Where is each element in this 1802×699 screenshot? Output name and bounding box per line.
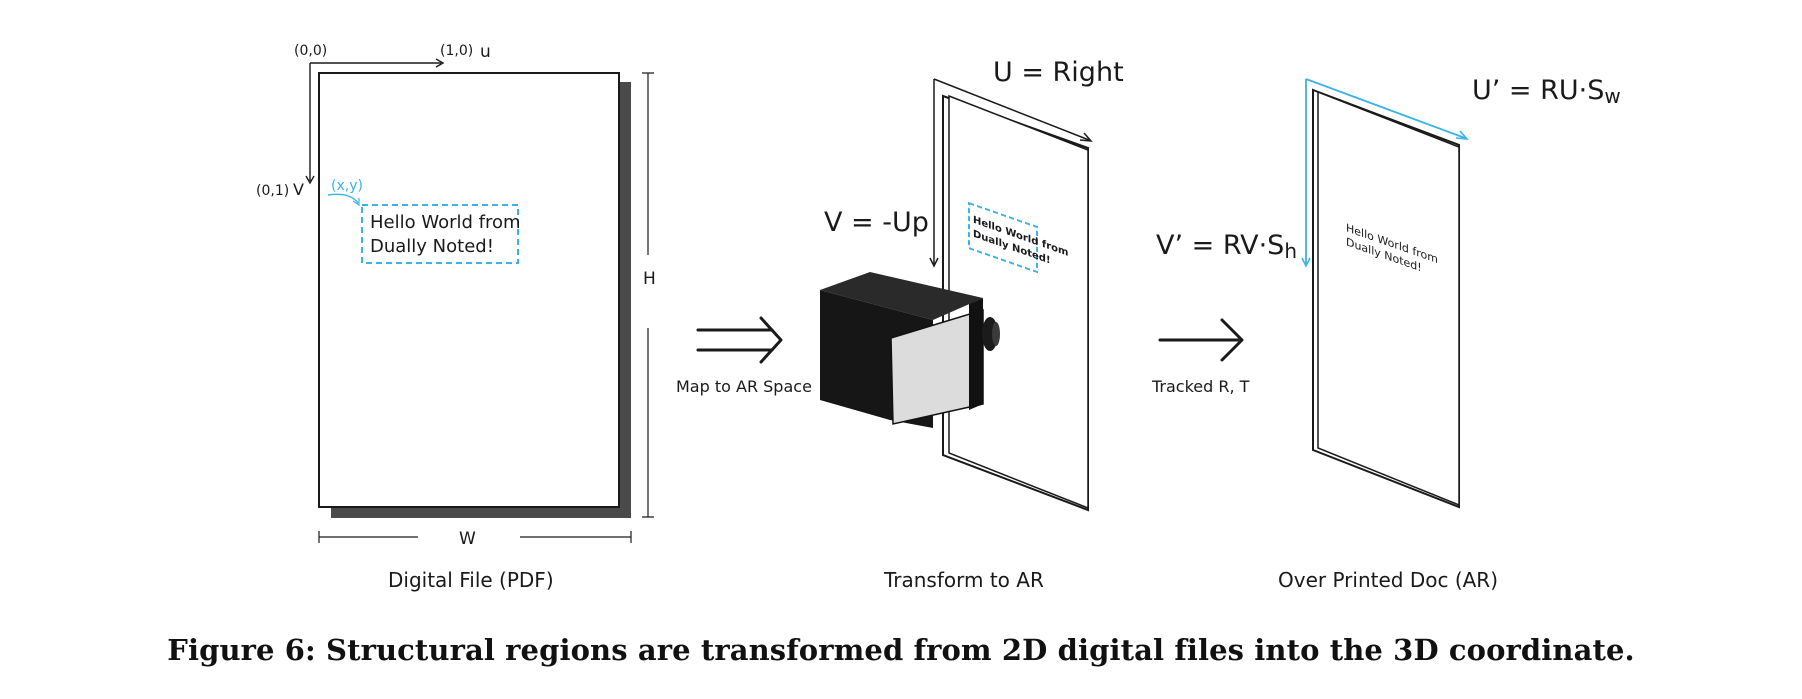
origin-label: (0,0) — [294, 43, 327, 59]
ar-panel: U = Right V = -Up Hello World from Duall… — [820, 57, 1124, 592]
figure-diagram: (0,0) (1,0) u (0,1) V (x,y) Hello World … — [256, 42, 1621, 592]
point-label: (x,y) — [331, 178, 363, 194]
u-axis-label: (1,0) — [440, 43, 473, 59]
printed-v-equation: V’ = RV·Sh — [1156, 230, 1297, 263]
double-arrow-icon — [696, 316, 783, 364]
v-letter: V — [293, 180, 304, 199]
pdf-panel-label: Digital File (PDF) — [388, 568, 554, 592]
ar-u-equation: U = Right — [993, 57, 1124, 88]
pdf-panel: (0,0) (1,0) u (0,1) V (x,y) Hello World … — [256, 42, 656, 592]
u-letter: u — [480, 42, 491, 62]
pdf-page — [318, 72, 620, 508]
printed-u-axis-arrow — [1305, 78, 1466, 139]
arrow-right-icon — [1158, 318, 1244, 362]
printed-panel: U’ = RU·Sw V’ = RV·Sh Hello World from D… — [1156, 75, 1621, 592]
printed-panel-label: Over Printed Doc (AR) — [1278, 568, 1498, 592]
map-arrow-label: Map to AR Space — [676, 377, 812, 396]
v-axis-label: (0,1) — [256, 183, 289, 199]
track-arrow-label: Tracked R, T — [1151, 377, 1250, 396]
printed-v-subscript: h — [1284, 239, 1297, 263]
region-text-line1: Hello World from — [370, 212, 521, 233]
printed-u-equation: U’ = RU·Sw — [1472, 75, 1621, 108]
ar-panel-label: Transform to AR — [883, 568, 1044, 592]
printed-u-subscript: w — [1604, 84, 1620, 108]
highlight-region — [361, 204, 519, 264]
map-arrow: Map to AR Space — [676, 316, 812, 396]
ar-u-axis-arrow — [933, 78, 1090, 141]
height-dimension — [642, 72, 654, 518]
ar-v-equation: V = -Up — [824, 207, 929, 238]
height-label: H — [643, 269, 656, 289]
camera-icon — [820, 272, 1000, 428]
point-pointer — [327, 193, 359, 204]
printed-plane — [1317, 90, 1460, 507]
width-label: W — [459, 529, 476, 549]
figure-caption: Figure 6: Structural regions are transfo… — [167, 633, 1635, 667]
region-text-line2: Dually Noted! — [370, 236, 494, 257]
track-arrow: Tracked R, T — [1151, 318, 1250, 396]
width-dimension — [318, 531, 632, 543]
